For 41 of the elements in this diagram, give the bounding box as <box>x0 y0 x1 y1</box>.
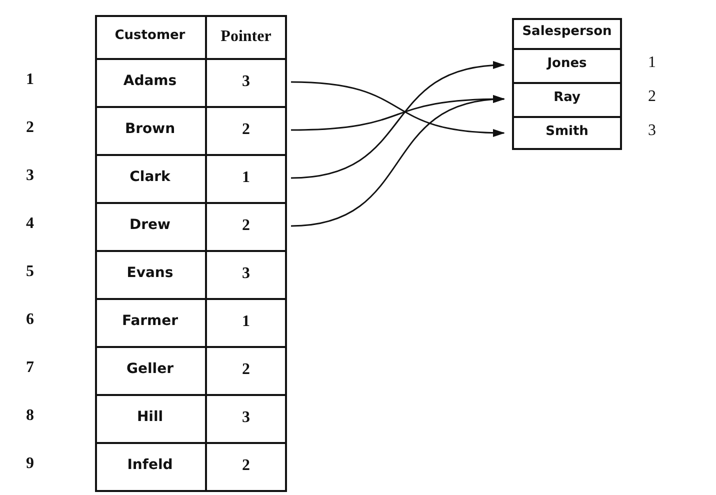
name-cell-text: Evans <box>126 265 174 281</box>
row-number: 2 <box>648 88 656 106</box>
name-cell-text: Clark <box>128 169 172 185</box>
column-header: Pointer <box>220 28 272 46</box>
row-number: 1 <box>26 71 34 89</box>
pointer-value: 3 <box>241 409 251 427</box>
name-cell-text: Geller <box>126 361 174 377</box>
column-header: Customer <box>114 28 186 42</box>
table <box>512 18 622 150</box>
column-header: Salesperson <box>521 24 613 39</box>
row-number: 1 <box>648 54 656 72</box>
name-cell-text: Brown <box>124 121 176 137</box>
table <box>95 15 287 492</box>
name-cell-text: Drew <box>128 217 172 233</box>
name-cell-text: Adams <box>122 73 178 89</box>
name-cell-text: Jones <box>546 56 588 71</box>
pointer-value: 3 <box>241 265 251 283</box>
row-number: 4 <box>26 215 34 233</box>
arrow <box>290 62 505 179</box>
name-cell-text: Hill <box>136 409 164 425</box>
pointer-value: 1 <box>241 169 251 187</box>
row-number: 8 <box>26 407 34 425</box>
row-number: 9 <box>26 455 34 473</box>
row-number: 2 <box>26 119 34 137</box>
name-cell-text: Farmer <box>120 313 180 329</box>
name-cell-text: Smith <box>544 124 590 139</box>
row-number: 5 <box>26 263 34 281</box>
pointer-value: 2 <box>241 361 251 379</box>
name-cell-text: Infeld <box>126 457 174 473</box>
pointer-value: 2 <box>241 121 251 139</box>
name-cell-text: Ray <box>552 90 582 105</box>
arrow <box>290 81 505 137</box>
row-number: 3 <box>648 122 656 140</box>
arrow <box>290 96 505 227</box>
pointer-value: 1 <box>241 313 251 331</box>
row-number: 7 <box>26 359 34 377</box>
pointer-value: 3 <box>241 73 251 91</box>
row-number: 6 <box>26 311 34 329</box>
pointer-value: 2 <box>241 217 251 235</box>
pointer-value: 2 <box>241 457 251 475</box>
row-number: 3 <box>26 167 34 185</box>
